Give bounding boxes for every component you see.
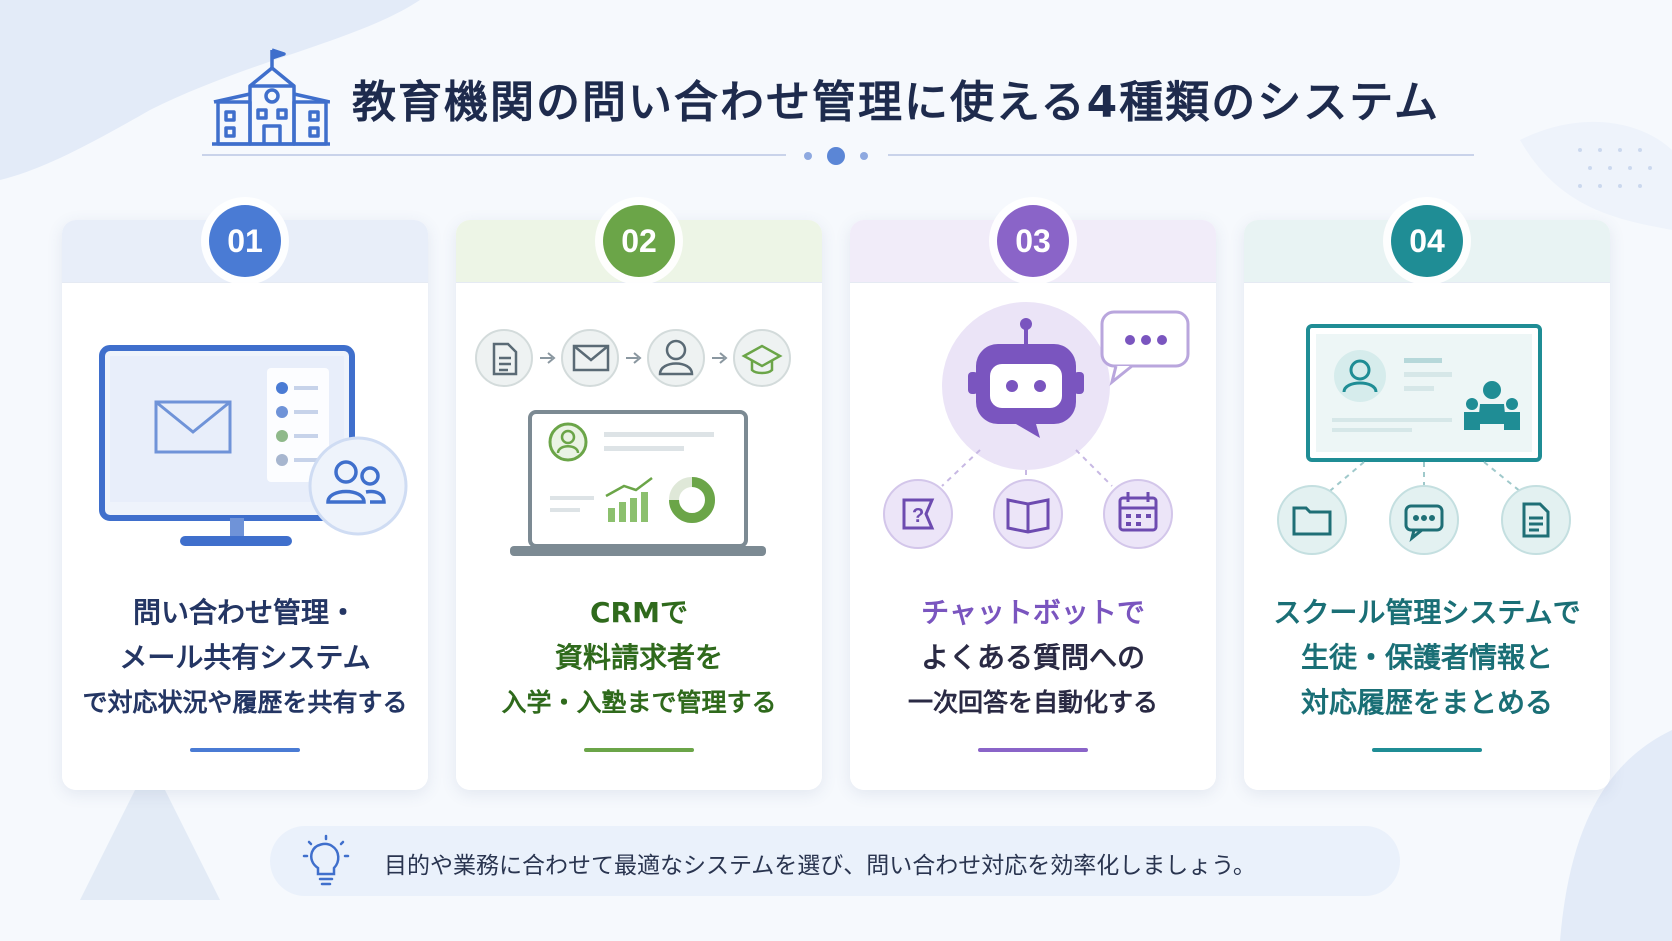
card-description: CRMで 資料請求者を 入学・入塾まで管理する (501, 596, 777, 717)
folder-icon (1292, 506, 1332, 536)
donut-chart-icon (669, 477, 715, 523)
accent-line (584, 748, 694, 752)
header: 教育機関の問い合わせ管理に使える4種類のシステム (0, 40, 1672, 146)
card-number-badge: 01 (209, 205, 281, 277)
chat-bubble-icon (1100, 310, 1190, 386)
lightbulb-icon (302, 834, 350, 886)
users-icon (326, 460, 386, 504)
tip-banner: 目的や業務に合わせて最適なシステムを選び、問い合わせ対応を効率化しましょう。 (270, 826, 1400, 896)
card-number-badge: 02 (603, 205, 675, 277)
card-description: チャットボットで よくある質問への 一次回答を自動化する (907, 596, 1158, 717)
tip-text: 目的や業務に合わせて最適なシステムを選び、問い合わせ対応を効率化しましょう。 (384, 853, 1256, 879)
book-icon (1006, 498, 1050, 534)
school-management-illustration (1277, 324, 1571, 555)
accent-line (1372, 748, 1482, 752)
school-building-icon (212, 48, 330, 146)
calendar-icon (1118, 492, 1158, 532)
question-icon: ? (902, 498, 935, 530)
family-icon (1464, 381, 1520, 430)
document-icon (1522, 502, 1550, 538)
envelope-icon (572, 344, 610, 372)
bar-chart-icon (608, 492, 648, 522)
user-icon (658, 339, 694, 376)
card-school-management: スクール管理システムで 生徒・保護者情報と 対応履歴をまとめる (1244, 220, 1610, 790)
divider-dot (860, 152, 868, 160)
card-number-badge: 04 (1391, 205, 1463, 277)
accent-line (978, 748, 1088, 752)
title-divider-left (202, 154, 786, 156)
chat-icon (1404, 504, 1444, 542)
graduation-cap-icon (741, 344, 783, 375)
card-number-badge: 03 (997, 205, 1069, 277)
card-mail-sharing: 問い合わせ管理・ メール共有システム で対応状況や履歴を共有する (62, 220, 428, 790)
svg-text:?: ? (912, 505, 924, 527)
divider-dot (804, 152, 812, 160)
laptop-icon (510, 410, 766, 556)
document-icon (492, 342, 518, 376)
page-title: 教育機関の問い合わせ管理に使える4種類のシステム (352, 77, 1440, 128)
chatbot-illustration: ? (883, 302, 1190, 549)
envelope-icon (154, 400, 232, 454)
title-divider-right (888, 154, 1474, 156)
card-crm: CRMで 資料請求者を 入学・入塾まで管理する (456, 220, 822, 790)
monitor-icon (99, 345, 408, 546)
robot-icon (968, 318, 1084, 438)
accent-line (190, 748, 300, 752)
divider-dot (827, 147, 845, 165)
card-chatbot: ? チャットボットで よくある質問への 一次回答を自動化する (850, 220, 1216, 790)
card-description: スクール管理システムで 生徒・保護者情報と 対応履歴をまとめる (1273, 596, 1581, 719)
profile-board-icon (1306, 324, 1542, 462)
crm-flow-illustration (475, 329, 791, 556)
card-description: 問い合わせ管理・ メール共有システム で対応状況や履歴を共有する (82, 596, 408, 717)
list-icon (276, 382, 318, 466)
